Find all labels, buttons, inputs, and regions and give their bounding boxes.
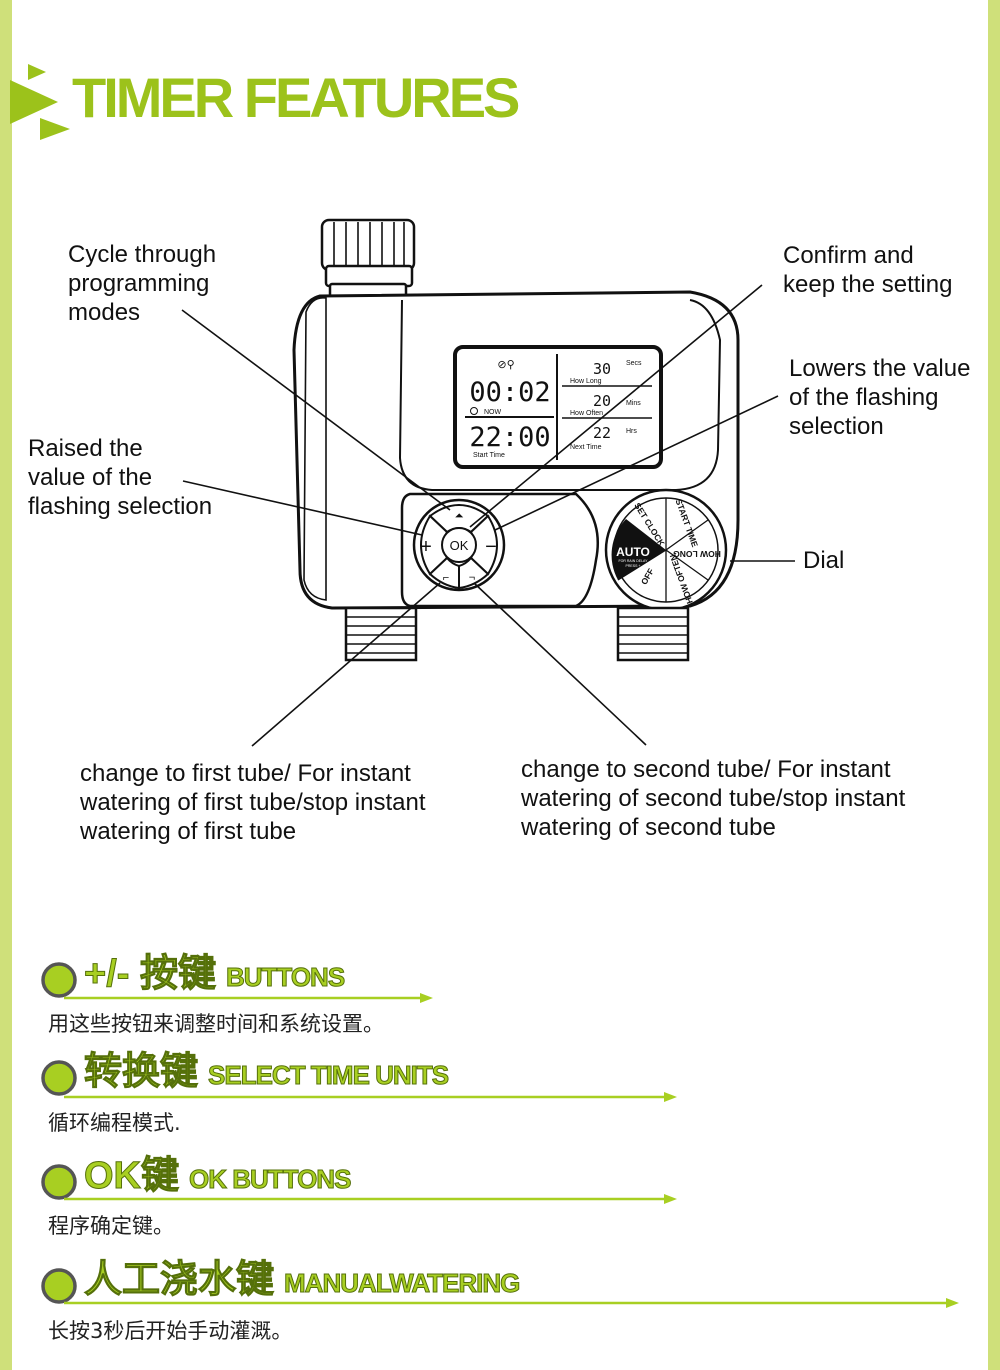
callout-lowers: Lowers the value of the flashing selecti… bbox=[789, 355, 971, 440]
feature-title-3-cn: OK键 bbox=[83, 1155, 180, 1198]
feature-dot-2 bbox=[41, 1060, 77, 1096]
callout-cycle-modes: Cycle through programming modes bbox=[68, 241, 217, 326]
feature-desc-2: 循环编程模式. bbox=[48, 1111, 181, 1135]
leader-first-tube bbox=[251, 582, 441, 747]
lcd-screen: ⊘⚲ 00:02 NOW 22:00 Start Time 30 Secs Ho… bbox=[453, 345, 663, 469]
feature-dot-4 bbox=[41, 1268, 77, 1304]
lcd-mins-value: 20 bbox=[593, 392, 611, 410]
lcd-now-label: NOW bbox=[484, 409, 502, 416]
page-title: TIMER FEATURES bbox=[72, 66, 520, 129]
faucet-small-icon: ⊘⚲ bbox=[497, 359, 514, 371]
feature-title-2-cn: 转换键 bbox=[83, 1051, 199, 1094]
feature-desc-3: 程序确定键。 bbox=[48, 1214, 174, 1238]
dial-how-long: HOW LONG bbox=[673, 549, 721, 559]
feature-dot-1 bbox=[41, 962, 77, 998]
leader-cycle bbox=[181, 309, 451, 511]
title-arrow-icon bbox=[10, 64, 70, 140]
lcd-hrs-value: 22 bbox=[593, 424, 611, 442]
feature-title-4-en: MANUALWATERING bbox=[284, 1268, 521, 1299]
outlet-right bbox=[616, 606, 690, 662]
tap-1-icon: ⌐ bbox=[443, 572, 449, 584]
feature-desc-1: 用这些按钮来调整时间和系统设置。 bbox=[48, 1012, 384, 1036]
keypad: ⏶ + − ⌐ ¬ OK bbox=[412, 498, 506, 592]
ok-button[interactable]: OK bbox=[441, 527, 477, 563]
feature-title-4-cn: 人工浇水键 bbox=[83, 1259, 275, 1302]
feature-title-1-en: BUTTONS bbox=[225, 962, 345, 993]
right-frame-bar bbox=[988, 0, 1000, 1370]
callout-raised: Raised the value of the flashing selecti… bbox=[28, 435, 213, 520]
lcd-nexttime-label: Next Time bbox=[570, 444, 602, 451]
lcd-secs-label: Secs bbox=[626, 360, 642, 367]
lcd-start-label: Start Time bbox=[473, 452, 505, 459]
feature-desc-4: 长按3秒后开始手动灌溉。 bbox=[48, 1319, 293, 1343]
tap-2-icon: ¬ bbox=[469, 572, 475, 584]
ok-label: OK bbox=[450, 538, 469, 553]
callout-confirm: Confirm and keep the setting bbox=[783, 242, 953, 298]
callout-dial: Dial bbox=[803, 547, 845, 574]
lcd-howoften-label: How Often bbox=[570, 410, 603, 417]
feature-title-1: +/- 按键 BUTTONS bbox=[84, 952, 346, 1004]
lcd-mins-label: Mins bbox=[626, 400, 641, 407]
leader-lines bbox=[181, 284, 795, 747]
feature-dot-3 bbox=[41, 1164, 77, 1200]
leader-lowers bbox=[494, 395, 779, 531]
leader-raised bbox=[182, 480, 423, 536]
faucet-connector bbox=[320, 218, 416, 302]
lcd-hrs-label: Hrs bbox=[626, 428, 637, 435]
plus-icon: + bbox=[420, 536, 432, 558]
second-tube-button[interactable]: ¬ bbox=[458, 556, 490, 590]
feature-title-2-en: SELECT TIME UNITS bbox=[208, 1060, 450, 1091]
mode-icon: ⏶ bbox=[455, 510, 464, 522]
leader-confirm bbox=[469, 284, 763, 528]
lcd-howlong-label: How Long bbox=[570, 378, 602, 385]
mode-dial[interactable]: AUTO FOR RAIN DELAY PRESS + SET CLOCK ST… bbox=[604, 488, 728, 612]
callout-second-tube: change to second tube/ For instant water… bbox=[521, 756, 906, 841]
lcd-start-time: 22:00 bbox=[469, 422, 550, 453]
callout-first-tube: change to first tube/ For instant wateri… bbox=[80, 760, 426, 845]
lcd-now-time: 00:02 bbox=[469, 377, 550, 408]
dial-auto-label: AUTO bbox=[616, 545, 650, 559]
feature-title-1-cn: +/- 按键 bbox=[84, 953, 217, 996]
dial-auto-sub1: FOR RAIN DELAY bbox=[619, 559, 649, 563]
feature-title-2: 转换键 SELECT TIME UNITS bbox=[83, 1050, 450, 1102]
dial-auto-sub2: PRESS + bbox=[626, 564, 641, 568]
feature-title-3: OK键 OK BUTTONS bbox=[83, 1154, 352, 1206]
left-frame-bar bbox=[0, 0, 12, 1370]
feature-title-4: 人工浇水键 MANUALWATERING bbox=[83, 1258, 521, 1310]
feature-title-3-en: OK BUTTONS bbox=[189, 1164, 352, 1195]
clock-small-icon bbox=[470, 407, 478, 415]
leader-second-tube bbox=[473, 582, 647, 746]
lcd-secs-value: 30 bbox=[593, 360, 611, 378]
feature-markers bbox=[41, 962, 959, 1308]
minus-icon: − bbox=[485, 536, 497, 558]
